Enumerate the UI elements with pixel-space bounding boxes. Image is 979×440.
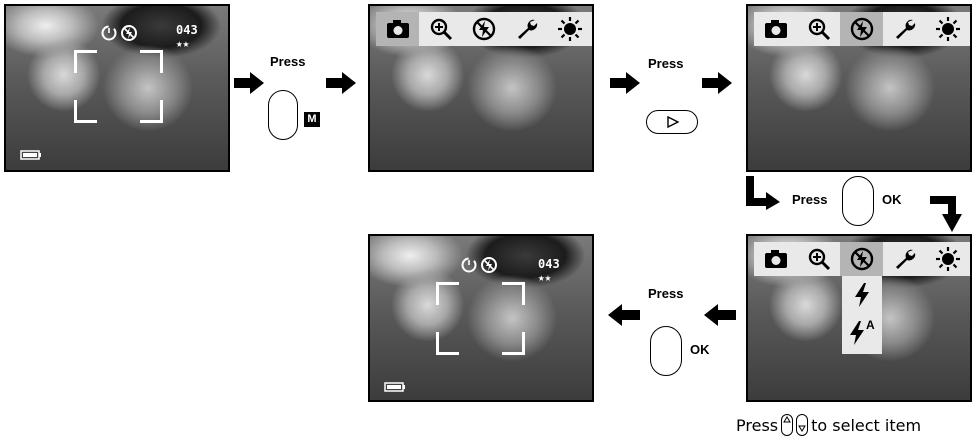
menu-item-camera[interactable]: [376, 12, 419, 46]
focus-frame-corner: [74, 100, 97, 123]
wrench-icon: [895, 19, 915, 39]
menu-item-zoom[interactable]: [419, 12, 462, 46]
ok-button-graphic: [650, 326, 682, 376]
right-key-graphic: [646, 110, 698, 134]
m-key-badge: M: [304, 112, 320, 127]
self-timer-icon: [101, 25, 117, 41]
flash-off-icon: [850, 17, 873, 41]
menu-item-flash[interactable]: [840, 12, 883, 46]
photo-preview: [370, 236, 592, 400]
menu-item-camera[interactable]: [754, 242, 797, 276]
flash-auto-icon: [850, 321, 864, 345]
step3-press-label: Press: [792, 192, 828, 207]
camera-icon: [764, 20, 787, 38]
arrow-left-icon: [608, 304, 640, 326]
screen-live-view-2: 043 ★★: [368, 234, 594, 402]
flash-auto-letter: A: [866, 318, 875, 332]
ok-button-graphic: [842, 176, 874, 226]
quality-stars: ★★: [176, 37, 190, 50]
menu-item-setup[interactable]: [883, 242, 926, 276]
brightness-icon: [935, 17, 960, 41]
flash-off-icon: [481, 257, 497, 273]
brightness-icon: [557, 17, 582, 41]
triangle-right-icon: [667, 116, 679, 128]
focus-frame-corner: [74, 50, 97, 73]
menu-item-setup[interactable]: [883, 12, 926, 46]
flash-off-icon: [121, 25, 137, 41]
menu-item-zoom[interactable]: [797, 12, 840, 46]
step4-press-label: Press: [648, 286, 684, 301]
flash-on-icon: [855, 283, 869, 307]
screen-live-view-1: 043 ★★: [4, 4, 230, 172]
brightness-icon: [935, 247, 960, 271]
wrench-icon: [517, 19, 537, 39]
screen-menu-flash: [746, 4, 972, 172]
submenu-item-flash-auto[interactable]: A: [846, 318, 880, 346]
menu-bar: [376, 12, 592, 46]
self-timer-icon: [461, 257, 477, 273]
up-key-graphic: [781, 414, 794, 436]
step3-ok-label: OK: [882, 192, 902, 207]
focus-frame-corner: [436, 282, 459, 305]
screen-flash-submenu: A: [746, 234, 972, 402]
menu-item-camera[interactable]: [754, 12, 797, 46]
triangle-down-icon: [798, 425, 806, 432]
step2-press-label: Press: [648, 56, 684, 71]
menu-button-graphic: [268, 90, 298, 140]
flash-submenu: A: [842, 276, 882, 354]
focus-frame-corner: [502, 282, 525, 305]
select-item-caption: Press to select item: [736, 414, 921, 436]
battery-icon: [384, 382, 405, 392]
menu-item-brightness[interactable]: [926, 242, 969, 276]
menu-item-flash[interactable]: [840, 242, 883, 276]
caption-rest: to select item: [811, 415, 922, 435]
flash-off-icon: [850, 247, 873, 271]
menu-item-brightness[interactable]: [926, 12, 969, 46]
menu-bar: [754, 12, 970, 46]
menu-item-brightness[interactable]: [548, 12, 591, 46]
focus-frame-corner: [140, 50, 163, 73]
step1-press-label: Press: [270, 54, 306, 69]
triangle-up-icon: [783, 416, 791, 423]
arrow-elbow-down-icon: [930, 196, 962, 232]
arrow-right-icon: [234, 72, 264, 94]
arrow-right-icon: [326, 72, 356, 94]
camera-icon: [764, 250, 787, 268]
submenu-item-flash-on[interactable]: [850, 282, 874, 308]
flash-off-icon: [472, 17, 495, 41]
wrench-icon: [895, 249, 915, 269]
shot-counter: 043: [538, 257, 560, 271]
quality-stars: ★★: [538, 271, 552, 284]
camera-icon: [386, 20, 409, 38]
focus-frame-corner: [436, 332, 459, 355]
zoom-in-icon: [808, 18, 830, 41]
menu-item-setup[interactable]: [505, 12, 548, 46]
photo-preview: [6, 6, 228, 170]
zoom-in-icon: [808, 248, 830, 271]
arrow-left-icon: [704, 304, 736, 326]
arrow-elbow-right-icon: [746, 176, 780, 210]
screen-menu-camera: [368, 4, 594, 172]
zoom-in-icon: [430, 18, 452, 41]
arrow-right-icon: [610, 72, 640, 94]
caption-press: Press: [736, 415, 779, 435]
menu-bar: [754, 242, 970, 276]
menu-item-flash[interactable]: [462, 12, 505, 46]
focus-frame-corner: [140, 100, 163, 123]
down-key-graphic: [796, 414, 809, 436]
battery-icon: [20, 150, 41, 160]
shot-counter: 043: [176, 23, 198, 37]
focus-frame-corner: [502, 332, 525, 355]
arrow-right-icon: [702, 72, 732, 94]
menu-item-zoom[interactable]: [797, 242, 840, 276]
step4-ok-label: OK: [690, 342, 710, 357]
